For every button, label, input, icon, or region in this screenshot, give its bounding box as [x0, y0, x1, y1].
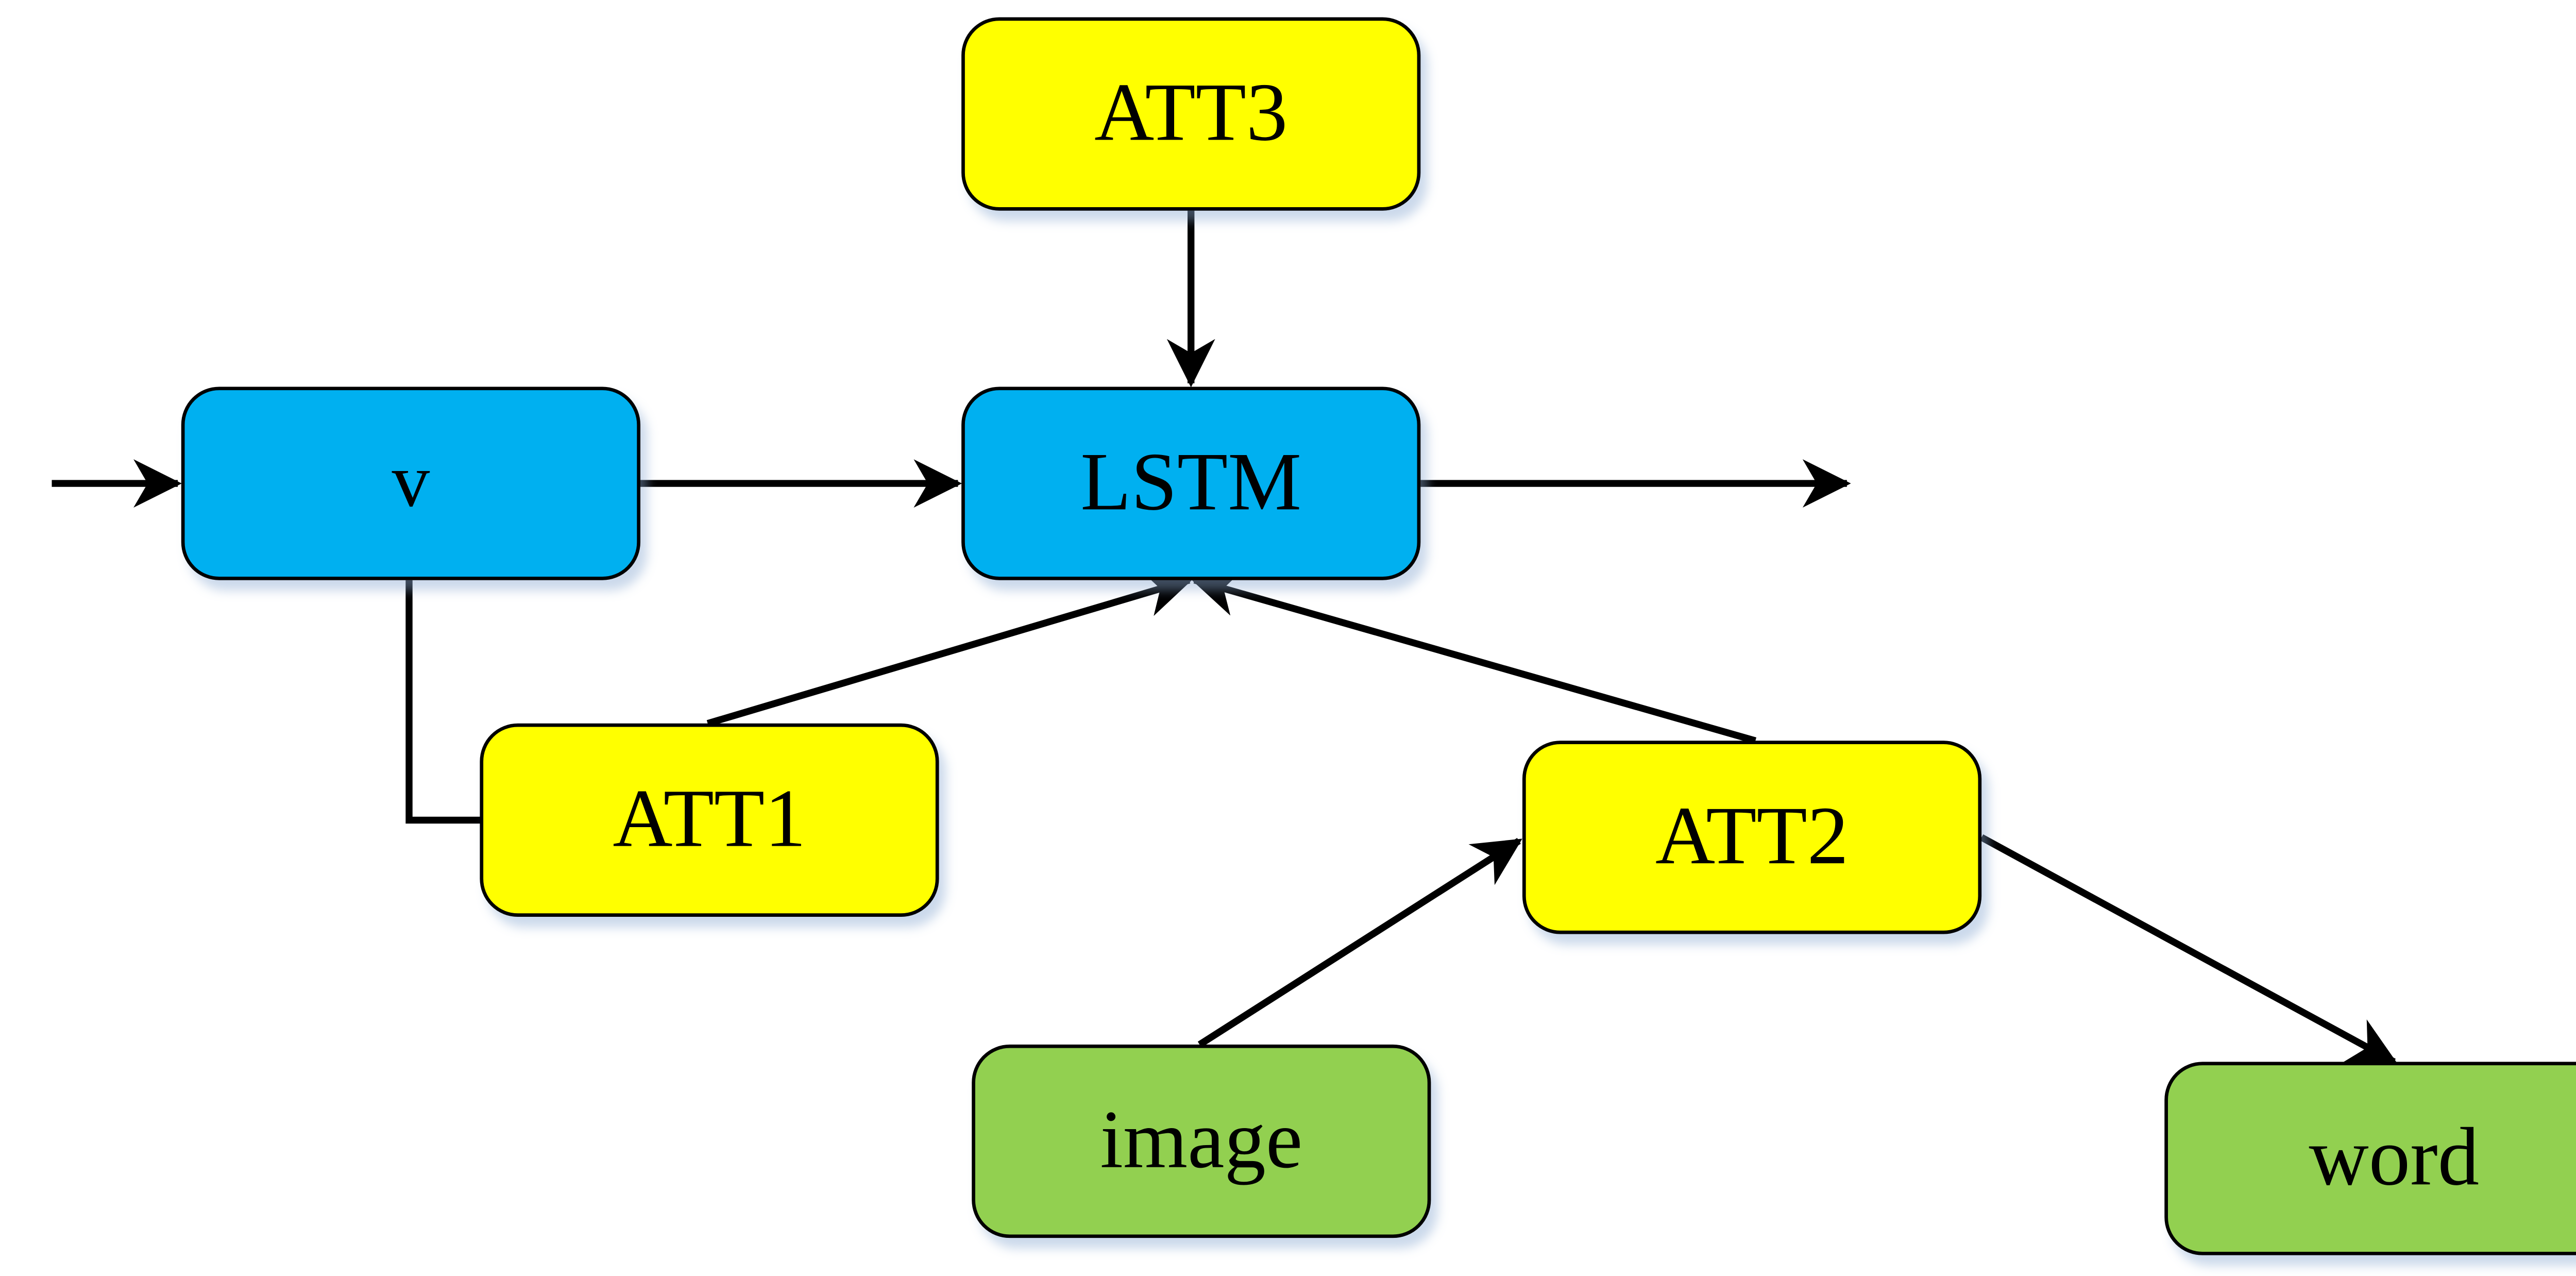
edge-image-to-att2 [1197, 837, 1522, 1048]
att1-label: ATT1 [613, 773, 806, 865]
v-node: v [181, 387, 640, 580]
word-label: word [2309, 1112, 2480, 1204]
word-node: word [2164, 1062, 2576, 1255]
edge-att1-to-lstm [706, 569, 1193, 727]
lstm-label: LSTM [1080, 436, 1302, 529]
att2-node: ATT2 [1522, 741, 1982, 934]
v-label: v [392, 438, 430, 524]
att2-label: ATT2 [1655, 791, 1849, 883]
image-label: image [1100, 1095, 1303, 1186]
att1-node: ATT1 [480, 723, 939, 917]
image-node: image [972, 1044, 1431, 1238]
att3-node: ATT3 [961, 17, 1421, 211]
att3-label: ATT3 [1094, 67, 1288, 159]
edge-att2-to-lstm [1190, 569, 1757, 744]
lstm-node: LSTM [961, 387, 1421, 580]
edge-v-to-att1 [405, 580, 484, 824]
edge-att2-to-word [1979, 834, 2398, 1065]
